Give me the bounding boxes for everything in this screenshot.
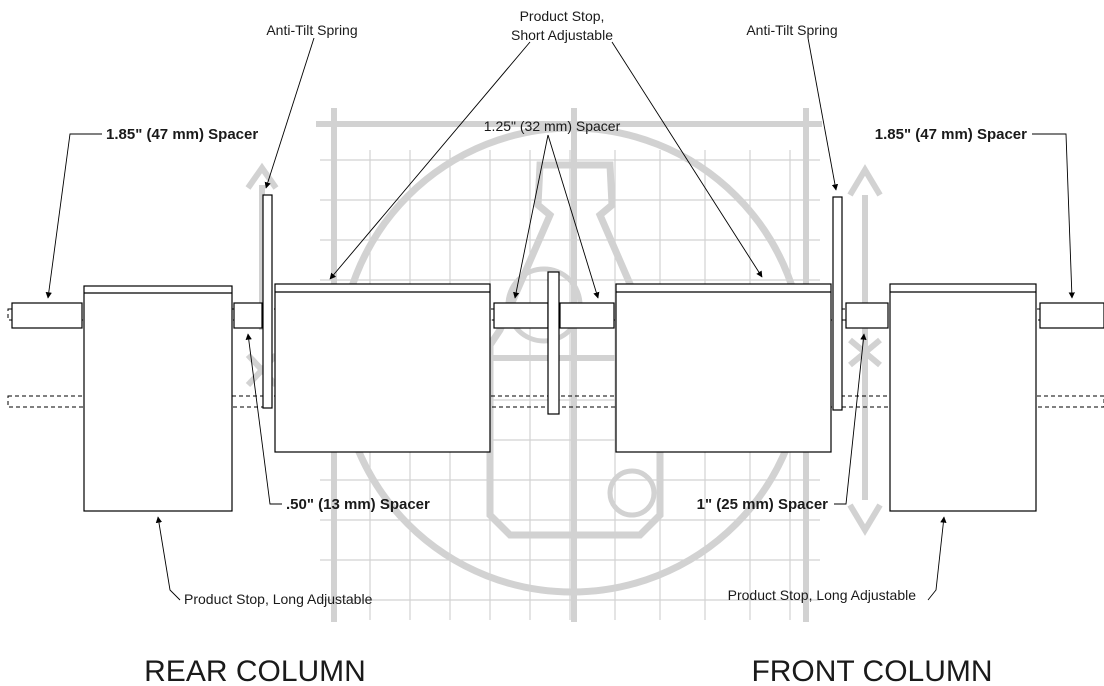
leader-long-stop-front (927, 516, 947, 601)
watermark-right-dimension (847, 164, 883, 536)
label-anti-tilt-right: Anti-Tilt Spring (746, 22, 837, 38)
labels: Anti-Tilt Spring Product Stop, Short Adj… (106, 8, 1027, 686)
leader-long-stop-rear (155, 516, 181, 601)
spacer-185-right (1039, 302, 1104, 329)
leader-anti-tilt-left (264, 37, 315, 189)
leader-short-stop-front (611, 41, 763, 278)
leader-spacer-050 (245, 333, 282, 505)
leader-spacer-185-right (1032, 133, 1075, 299)
label-spacer-185-left: 1.85" (47 mm) Spacer (106, 126, 258, 143)
leader-anti-tilt-right (807, 37, 839, 191)
leader-spacer-185-left (45, 133, 102, 299)
spacer-185-left (11, 302, 83, 329)
label-spacer-050: .50" (13 mm) Spacer (286, 496, 430, 513)
watermark-bottle-base (607, 468, 657, 518)
short-stop-rear (274, 283, 491, 453)
label-long-stop-left: Product Stop, Long Adjustable (184, 591, 373, 607)
label-spacer-185-right: 1.85" (47 mm) Spacer (875, 126, 1027, 143)
label-short-stop-line2: Short Adjustable (511, 27, 613, 43)
leader-spacer-100 (834, 333, 867, 505)
spacer-100 (845, 302, 889, 329)
long-stop-front (889, 283, 1037, 512)
anti-tilt-spring-left (262, 194, 273, 409)
spacer-125-right (559, 302, 615, 329)
leader-short-stop-rear (329, 41, 531, 280)
spacer-125-left (493, 302, 549, 329)
label-spacer-100: 1" (25 mm) Spacer (697, 496, 829, 513)
label-spacer-125: 1.25" (32 mm) Spacer (484, 118, 621, 134)
label-short-stop-line1: Product Stop, (520, 8, 605, 24)
label-rear-column: REAR COLUMN (144, 655, 366, 686)
label-front-column: FRONT COLUMN (751, 655, 992, 686)
long-stop-rear (83, 285, 233, 512)
anti-tilt-spring-right (832, 196, 843, 411)
leader-spacer-125-b (547, 134, 600, 299)
short-stop-front (615, 283, 832, 453)
leader-spacer-125-a (513, 134, 549, 299)
label-long-stop-right: Product Stop, Long Adjustable (728, 587, 917, 603)
watermark-bottle (486, 161, 664, 539)
leader-lines (45, 37, 1075, 601)
center-plate (547, 271, 560, 415)
spacer-050 (233, 302, 263, 329)
label-anti-tilt-left: Anti-Tilt Spring (266, 22, 357, 38)
